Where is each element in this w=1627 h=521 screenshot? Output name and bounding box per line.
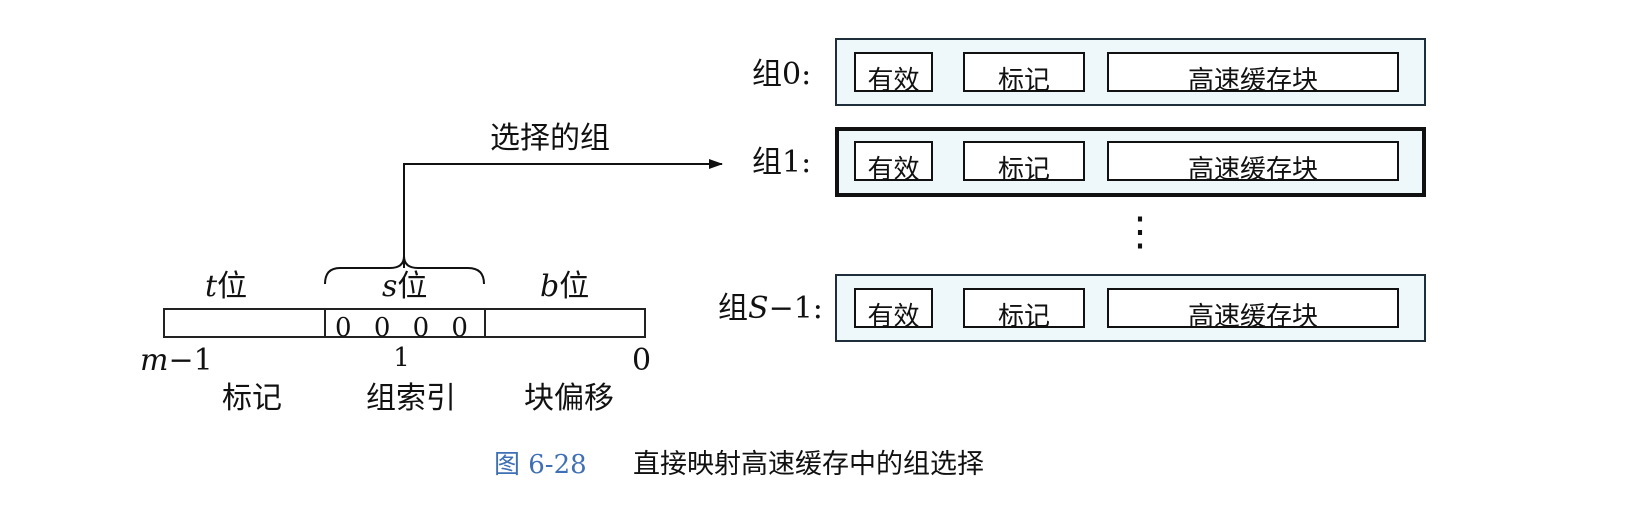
tag-field-name: 标记 bbox=[222, 381, 282, 416]
figure-number: 图 6-28 bbox=[494, 450, 587, 480]
tag-bits-label: t位 bbox=[205, 272, 247, 302]
offset-field-box bbox=[484, 308, 646, 338]
set-select-arrow bbox=[403, 159, 723, 268]
tag-bits-var: t bbox=[205, 269, 218, 304]
offset-bits-suffix: 位 bbox=[559, 269, 590, 304]
set-index-brace bbox=[324, 255, 485, 285]
high-bit-label: m−1 bbox=[140, 343, 213, 378]
set-last-label: 组S−1: bbox=[718, 291, 823, 326]
set-index-field-name: 组索引 bbox=[366, 381, 456, 416]
tag-cell: 标记 bbox=[963, 141, 1085, 185]
selected-set-label: 选择的组 bbox=[490, 121, 610, 156]
offset-field-name: 块偏移 bbox=[524, 381, 614, 416]
cache-block-cell: 高速缓存块 bbox=[1107, 141, 1399, 185]
cache-set-last: 有效 标记 高速缓存块 bbox=[835, 274, 1426, 342]
set-bits-label: s位 bbox=[382, 272, 427, 302]
low-bit-label: 0 bbox=[632, 343, 652, 378]
tag-bits-suffix: 位 bbox=[217, 269, 248, 304]
tag-cell: 标记 bbox=[963, 288, 1085, 332]
set-0-label: 组0: bbox=[752, 57, 812, 92]
set-bits-var: s bbox=[382, 269, 398, 304]
tag-field-box bbox=[163, 308, 326, 338]
set-index-value: 0 0 0 0 1 bbox=[335, 313, 475, 373]
valid-bit-cell: 有效 bbox=[854, 288, 933, 332]
offset-bits-label: b位 bbox=[540, 272, 589, 302]
valid-bit-cell: 有效 bbox=[854, 52, 933, 96]
figure-title: 直接映射高速缓存中的组选择 bbox=[633, 449, 984, 480]
cache-set-1: 有效 标记 高速缓存块 bbox=[835, 127, 1426, 197]
cache-set-0: 有效 标记 高速缓存块 bbox=[835, 38, 1426, 106]
cache-block-cell: 高速缓存块 bbox=[1107, 288, 1399, 332]
valid-bit-cell: 有效 bbox=[854, 141, 933, 185]
set-index-field-box: 0 0 0 0 1 bbox=[324, 308, 486, 373]
ellipsis: ⋮ bbox=[1120, 209, 1160, 255]
offset-bits-var: b bbox=[540, 269, 560, 304]
set-bits-suffix: 位 bbox=[397, 269, 428, 304]
set-1-label: 组1: bbox=[752, 145, 812, 180]
tag-cell: 标记 bbox=[963, 52, 1085, 96]
cache-block-cell: 高速缓存块 bbox=[1107, 52, 1399, 96]
